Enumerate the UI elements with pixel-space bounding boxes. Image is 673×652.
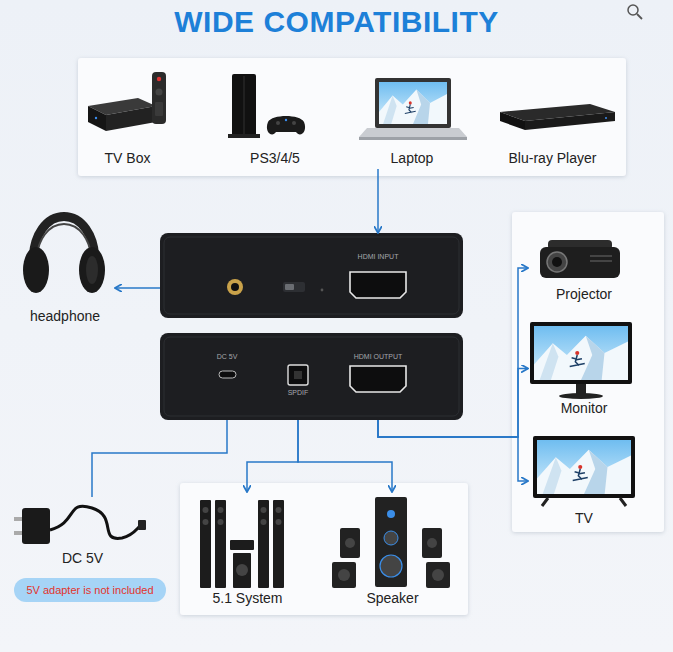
device-label: TV Box	[105, 150, 151, 167]
signal-connector	[378, 420, 528, 481]
device-label: Monitor	[561, 400, 608, 417]
signal-connector	[92, 420, 227, 497]
device-label: 5V adapter is not included	[26, 583, 153, 597]
note-badge: 5V adapter is not included	[14, 578, 166, 602]
output-device: Monitor	[528, 318, 640, 419]
signal-connector	[378, 268, 528, 437]
device-label: Speaker	[366, 590, 418, 607]
signal-connector	[247, 420, 298, 492]
source-device: Blu-ray Player	[490, 68, 615, 169]
port-label: HDMI OUTPUT	[354, 353, 403, 361]
source-device: TV Box	[85, 68, 170, 169]
extractor-unit: DC 5V SPDIF HDMI OUTPUT	[160, 333, 463, 420]
signal-connector	[377, 169, 379, 233]
port-label: HDMI INPUT	[358, 253, 399, 261]
output-device: Speaker	[325, 492, 460, 612]
device-label: headphone	[30, 308, 100, 325]
output-device: 5.1 System	[195, 492, 300, 612]
extractor-unit: HDMI INPUT	[160, 233, 463, 318]
device-label: DC 5V	[62, 550, 103, 567]
output-device: TV	[528, 432, 640, 530]
port-label: SPDIF	[288, 389, 309, 397]
power-adapter: DC 5V	[15, 497, 150, 569]
source-device: Laptop	[362, 68, 462, 169]
source-device: PS3/4/5	[225, 68, 325, 169]
device-label: PS3/4/5	[250, 150, 300, 167]
device-label: 5.1 System	[212, 590, 282, 607]
signal-connector	[378, 369, 528, 438]
device-label: Laptop	[391, 150, 434, 167]
output-device: Projector	[528, 228, 640, 308]
diagram-title: WIDE COMPATIBILITY	[0, 4, 673, 40]
device-label: Blu-ray Player	[509, 150, 597, 167]
device-label: TV	[575, 510, 593, 527]
port-label: DC 5V	[217, 353, 238, 361]
output-device: headphone	[15, 200, 115, 330]
device-label: Projector	[556, 286, 612, 303]
signal-connector	[115, 287, 160, 289]
